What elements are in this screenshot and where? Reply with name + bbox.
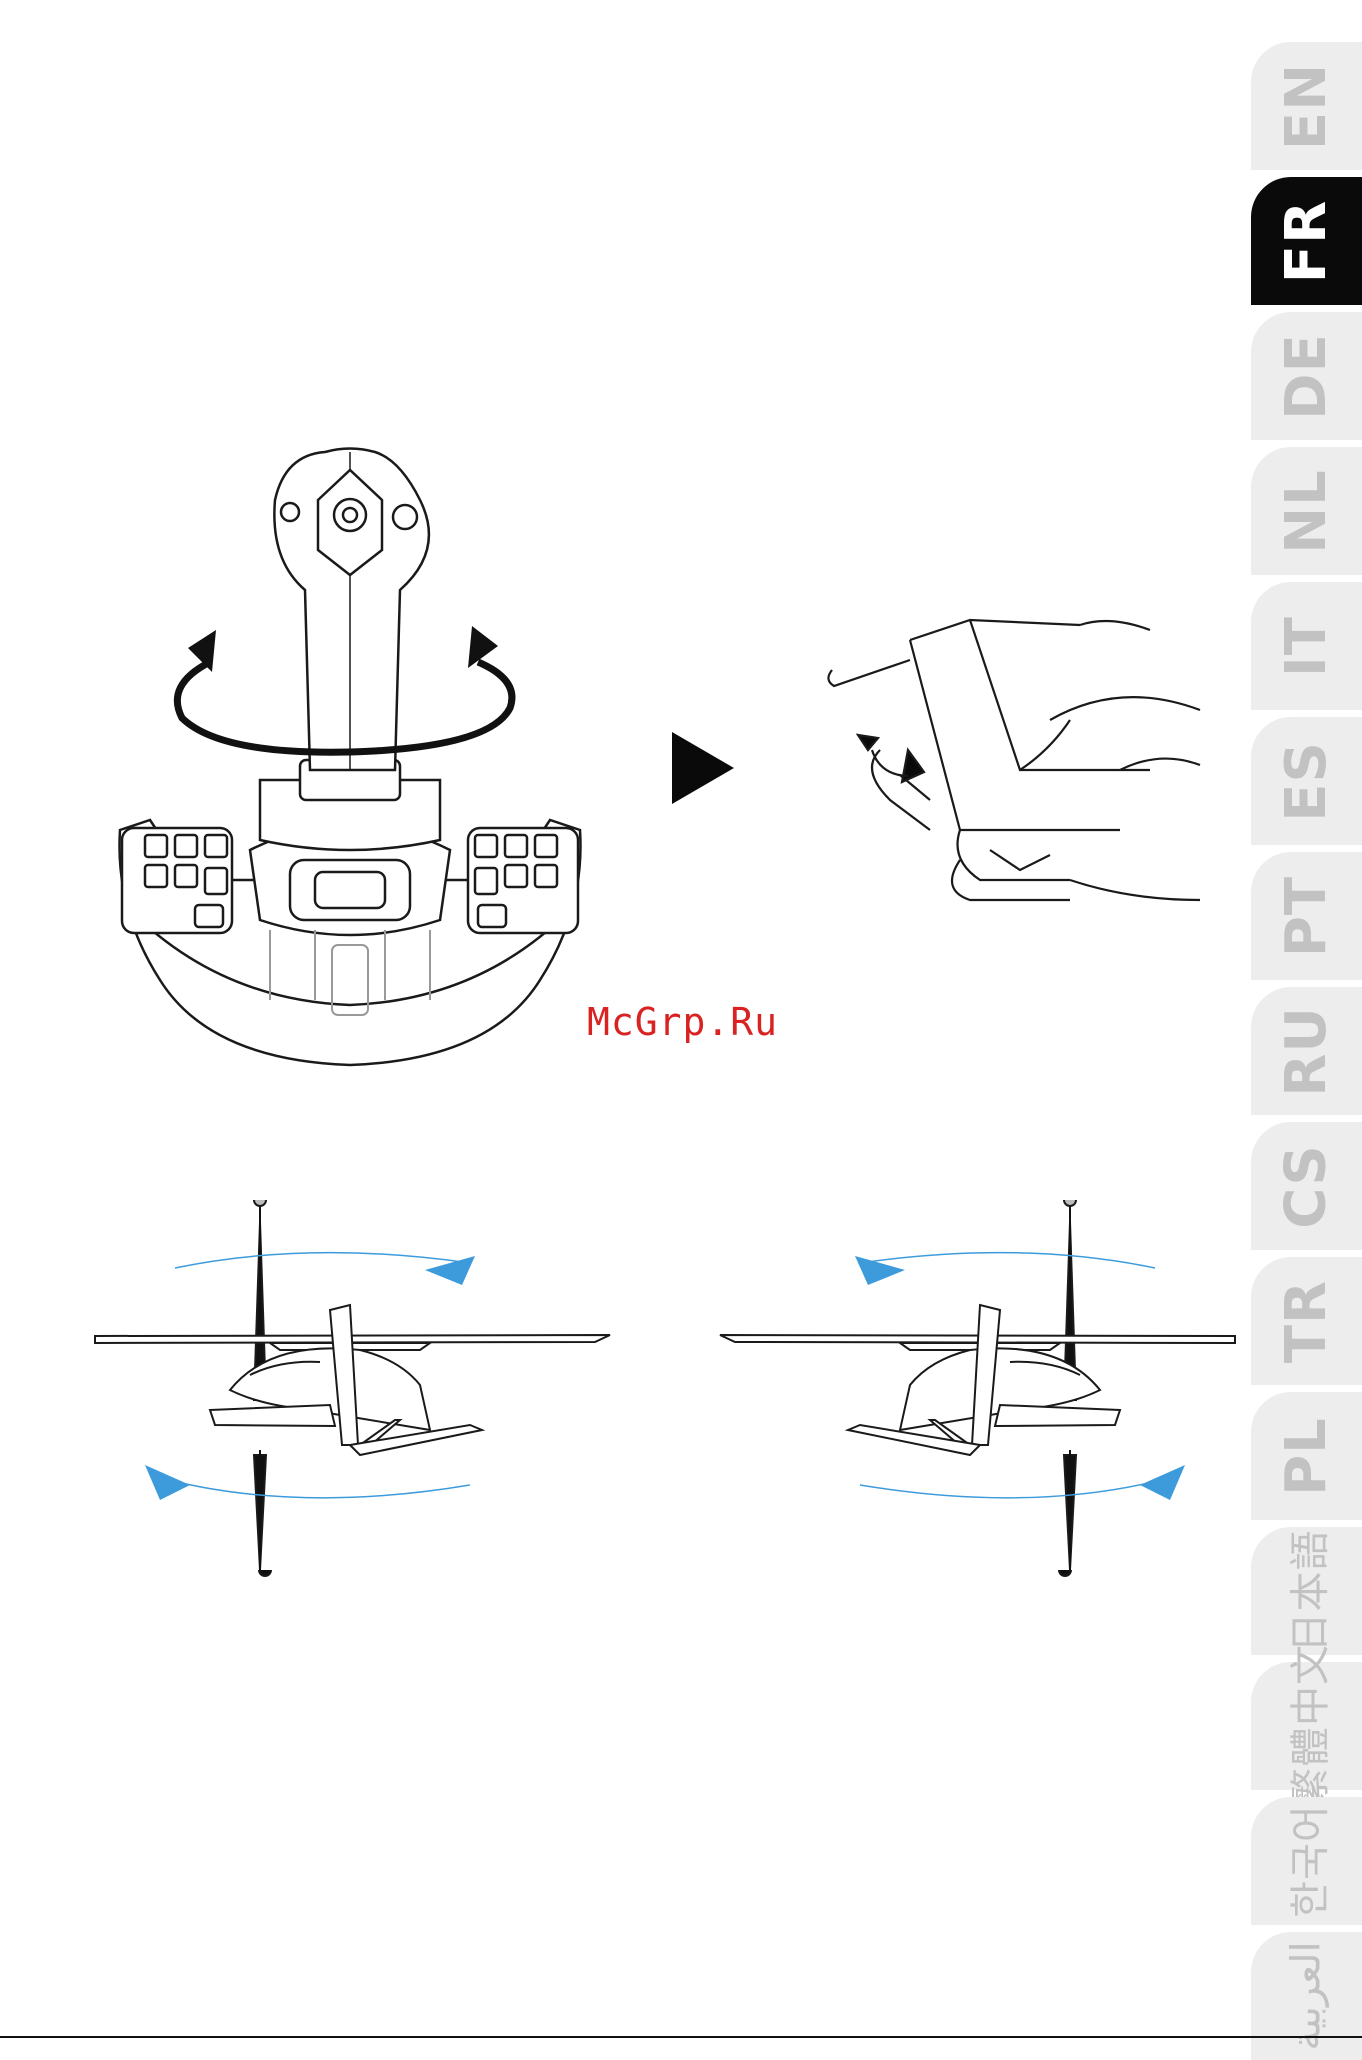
language-tab[interactable]: ES (1251, 717, 1362, 845)
bottom-rule (0, 2036, 1362, 2038)
language-tab-label: PT (1274, 875, 1339, 956)
language-tab-label: TR (1274, 1279, 1339, 1362)
plane-yaw-right-illustration (700, 1200, 1240, 1580)
language-tab-label: FR (1274, 199, 1339, 282)
language-tab[interactable]: EN (1251, 42, 1362, 170)
language-tab-label: IT (1274, 615, 1339, 676)
language-tab[interactable]: PT (1251, 852, 1362, 980)
language-tab[interactable]: CS (1251, 1122, 1362, 1250)
language-tab-label: العربية (1283, 1941, 1329, 2050)
joystick-twist-illustration (100, 440, 600, 1090)
play-triangle-icon (668, 728, 738, 808)
language-tab-label: DE (1274, 333, 1339, 420)
language-tab[interactable]: IT (1251, 582, 1362, 710)
language-tab-label: 繁體中文 (1278, 1644, 1336, 1808)
language-tab-label: NL (1274, 469, 1339, 554)
language-tab[interactable]: 한국어 (1251, 1797, 1362, 1925)
language-tab[interactable]: FR (1251, 177, 1362, 305)
language-tab[interactable]: 日本語 (1251, 1527, 1362, 1655)
hand-trigger-illustration (820, 600, 1220, 940)
language-tab[interactable]: DE (1251, 312, 1362, 440)
language-tab-label: EN (1274, 62, 1339, 149)
language-tab[interactable]: العربية (1251, 1932, 1362, 2060)
language-tab-label: RU (1274, 1006, 1339, 1097)
language-tab[interactable]: PL (1251, 1392, 1362, 1520)
language-tab-label: 日本語 (1278, 1530, 1336, 1653)
language-tab[interactable]: TR (1251, 1257, 1362, 1385)
watermark-text: McGrp.Ru (587, 1000, 778, 1044)
plane-yaw-left-illustration (90, 1200, 630, 1580)
language-tab[interactable]: 繁體中文 (1251, 1662, 1362, 1790)
language-tab-label: ES (1274, 741, 1339, 822)
language-tab[interactable]: RU (1251, 987, 1362, 1115)
language-tab[interactable]: NL (1251, 447, 1362, 575)
language-tab-label: 한국어 (1278, 1804, 1336, 1917)
language-tab-label: PL (1274, 1417, 1339, 1496)
language-tab-label: CS (1274, 1144, 1339, 1228)
